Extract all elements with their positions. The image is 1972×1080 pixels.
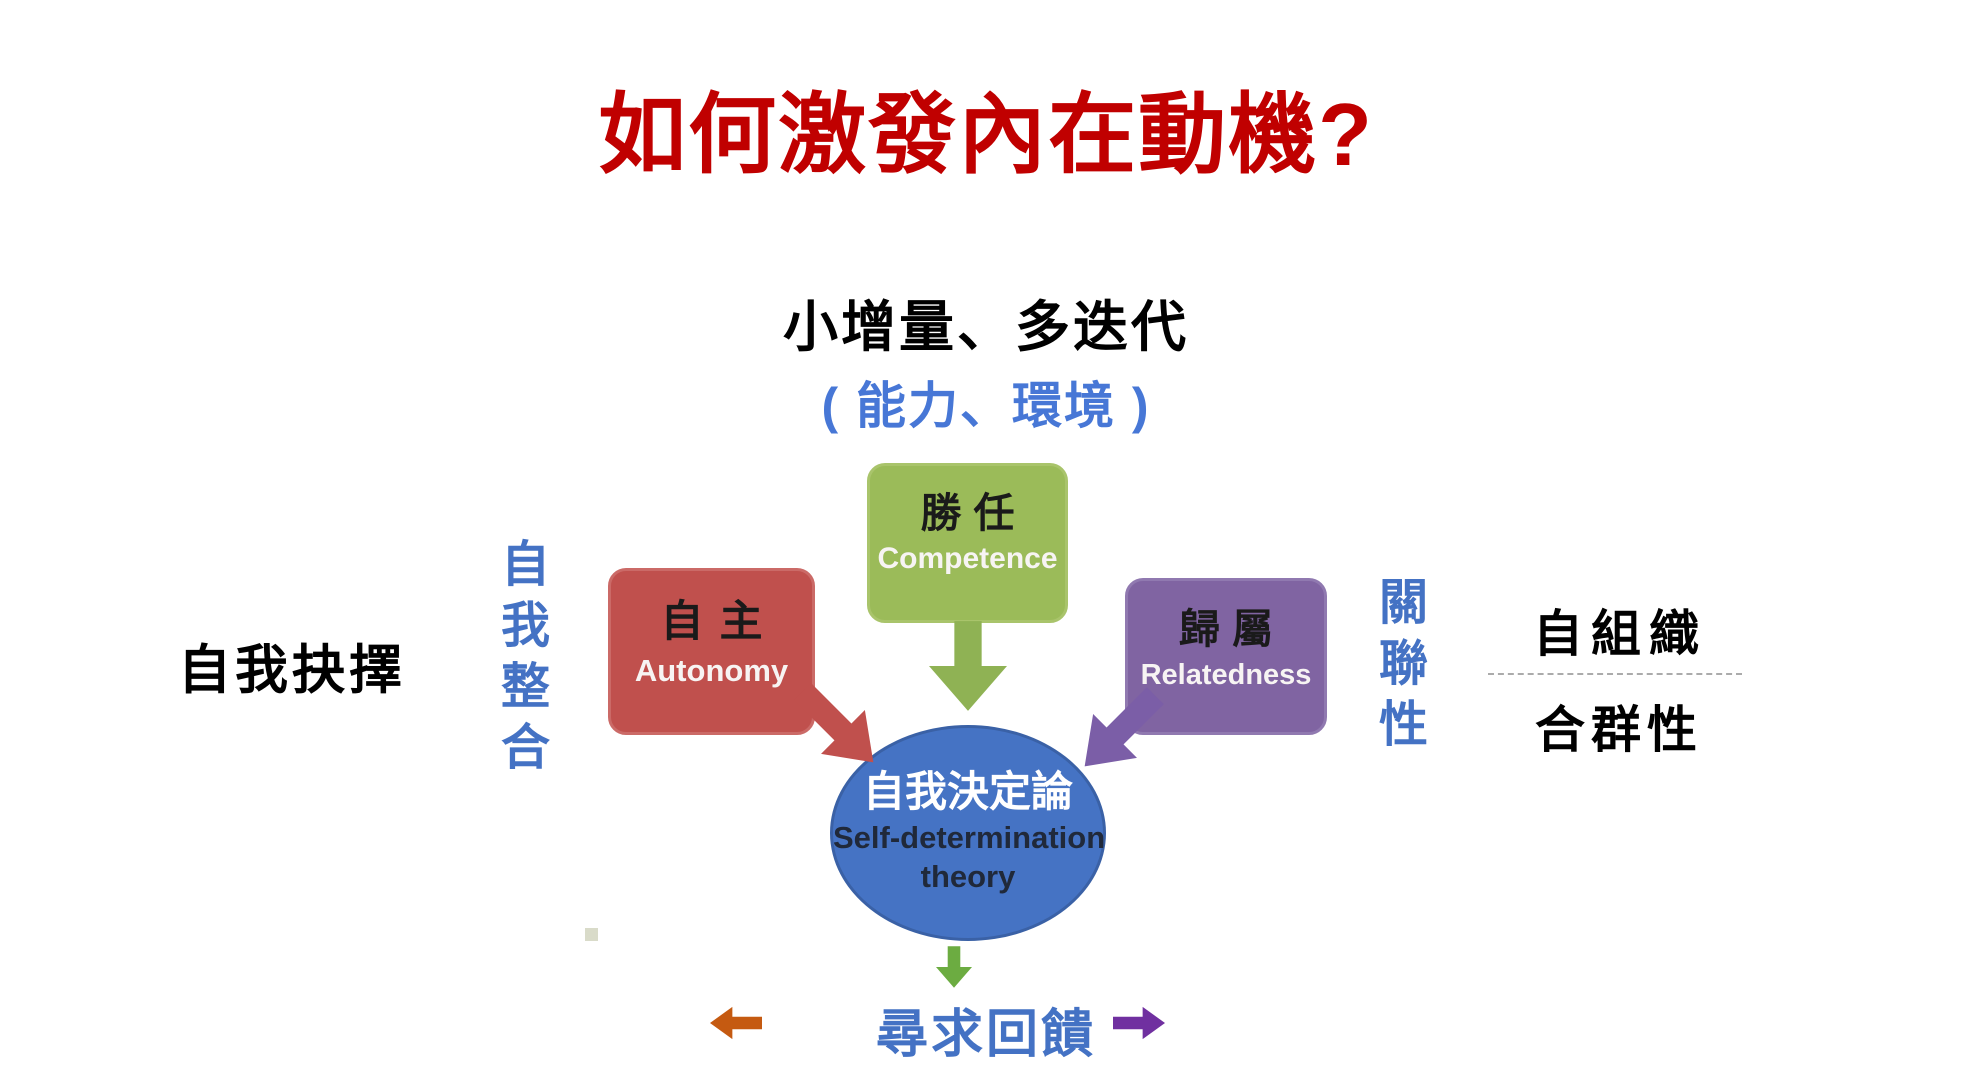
- node-autonomy-zh: 自主: [660, 598, 779, 646]
- arrow-left-orange-icon: [710, 1006, 762, 1040]
- subtitle-increment: 小增量、多迭代: [782, 296, 1189, 358]
- arrow-diagonal-autonomy-icon: [794, 683, 874, 763]
- subtitle-ability-environment: ( 能力、環境 ): [821, 378, 1151, 434]
- page-title: 如何激發內在動機?: [598, 85, 1374, 184]
- node-autonomy-en: Autonomy: [634, 653, 789, 688]
- arrow-diagonal-relatedness-icon: [1084, 687, 1164, 767]
- artifact-speck: [585, 928, 598, 941]
- label-relatedness-vertical: 關聯性: [1372, 576, 1426, 759]
- node-relatedness-en: Relatedness: [1140, 659, 1312, 691]
- node-sdt-zh: 自我決定論: [862, 768, 1073, 815]
- node-self-determination-theory: 自我決定論 Self-determination theory: [830, 725, 1106, 941]
- arrow-down-feedback-icon: [936, 946, 972, 988]
- label-seek-feedback: 尋求回饋: [875, 1006, 1096, 1064]
- node-relatedness-zh: 歸屬: [1179, 606, 1285, 652]
- label-self-integration: 自我整合: [494, 538, 548, 782]
- node-sdt-en-line2: theory: [920, 858, 1016, 894]
- node-competence: 勝任 Competence: [867, 463, 1068, 623]
- label-self-organization: 自組織: [1533, 606, 1707, 662]
- node-autonomy: 自主 Autonomy: [608, 568, 815, 735]
- arrow-down-competence-icon: [929, 621, 1007, 711]
- node-competence-en: Competence: [877, 542, 1058, 575]
- node-sdt-en-line1: Self-determination: [833, 820, 1106, 855]
- arrow-right-purple-icon: [1113, 1006, 1165, 1040]
- label-self-choice: 自我抉擇: [178, 641, 406, 700]
- node-competence-zh: 勝任: [920, 490, 1027, 536]
- label-gregariousness: 合群性: [1535, 702, 1703, 758]
- dashed-divider: [1488, 673, 1742, 675]
